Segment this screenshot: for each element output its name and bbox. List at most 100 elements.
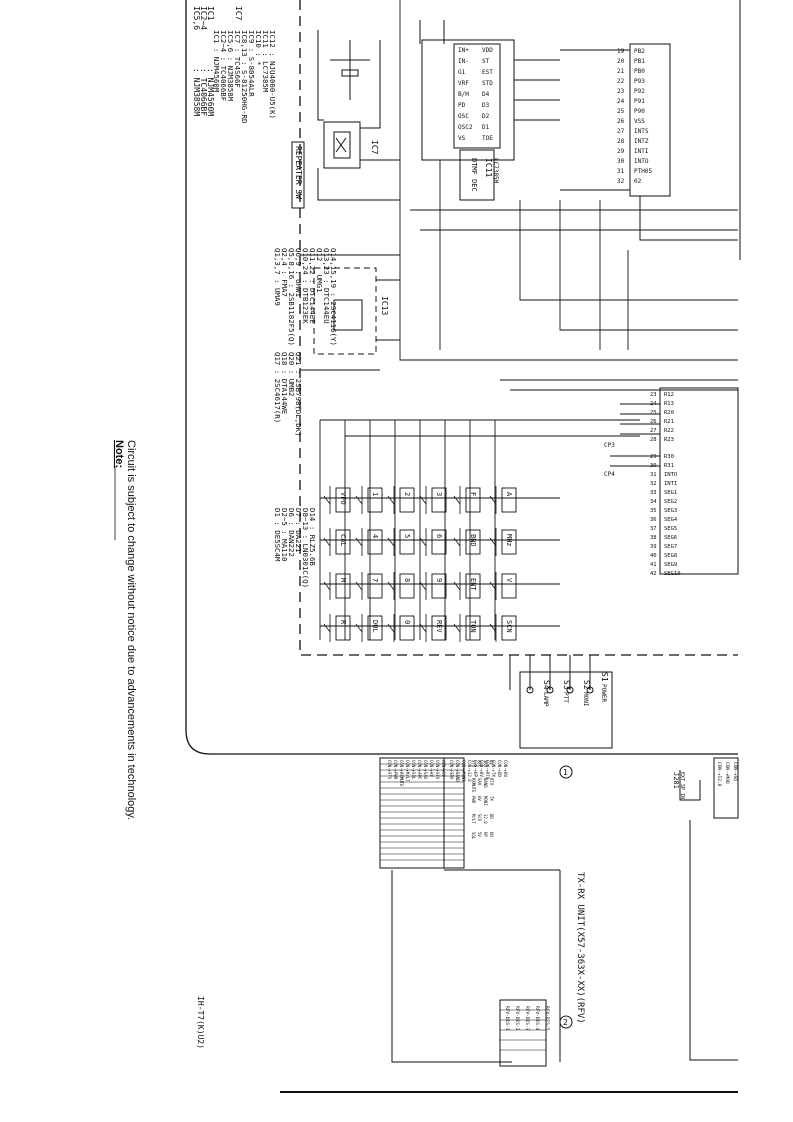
r-pin: R23 xyxy=(664,437,674,443)
txrx-conn-right: PWR xyxy=(471,796,476,804)
txrx-conn-label: CON-+M/LT xyxy=(405,760,410,782)
key-f: F xyxy=(453,486,481,514)
switch-block xyxy=(509,655,613,749)
r-pin-num: 29 xyxy=(650,454,657,460)
key-label: DUL xyxy=(371,620,379,633)
ic11-pin: PD xyxy=(458,102,466,109)
key-box xyxy=(431,573,447,599)
q-list-b: Q17 : 2SC4617(R) Q18 : DTA144WE Q20 : UM… xyxy=(273,352,303,437)
txrx-conn-label: CON-+SAV xyxy=(423,760,428,780)
ic11-pin: B/H xyxy=(458,91,469,98)
key-switch xyxy=(387,614,395,642)
key-ton: TON xyxy=(453,614,481,642)
ic-ref: IC7 xyxy=(234,6,243,21)
j201-sub-text: EXT SP IN xyxy=(679,772,685,799)
key-label: CAL xyxy=(339,534,347,547)
bus-lines xyxy=(399,0,738,361)
key-label: A xyxy=(505,492,513,497)
d-list: D1 : DE5SC4M D2~5 : MA110 D6 : DAN222 D7… xyxy=(273,508,317,588)
key-switch xyxy=(453,572,461,600)
key-label: R xyxy=(339,620,347,625)
ic-list-row: IC12 : NJU4000-U5(K) xyxy=(268,30,277,119)
ic7-label: IC7 xyxy=(370,140,379,155)
key-label: SCN xyxy=(505,620,513,633)
key-box xyxy=(501,487,517,513)
txrx-conn-labels: CON-+STV CON-+PWR CON-+RXMUTE CON-+M/LT … xyxy=(387,760,446,787)
q-list-row: Q2,4 : FMA7 xyxy=(280,248,289,297)
ic-part: : TC4066BF xyxy=(199,68,208,116)
key-switch xyxy=(489,572,497,600)
rfv-labels: RFV-DIS-1 RFV-DIS-2 RFV-DIS-3 RFV-DIS-4 … xyxy=(504,1006,550,1031)
r-pin-num: 24 xyxy=(650,401,657,407)
key-switch xyxy=(489,614,497,642)
ic-list-row: IC7 : TC4S66F xyxy=(233,30,242,88)
ic-ref: IC2~4 xyxy=(199,6,208,30)
r-pins: 23 R12 24 R13 25 R20 26 R21 27 R22 28 R2… xyxy=(650,392,681,577)
cpu-pin-num: 23 xyxy=(617,88,625,95)
cpu-pin-num: 31 xyxy=(617,168,625,175)
txrx-conn-label: CON-+UP xyxy=(473,760,478,777)
cpu-pin-num: 24 xyxy=(617,98,625,105)
txrx-conn-right-labels: STV RXMUTE PWR M/LT SQL APC SAV HV SCV 5… xyxy=(471,760,494,840)
r-pin-num: 39 xyxy=(650,544,657,550)
d-list-row: D7 : DA221 xyxy=(294,508,303,553)
d-list-row: D14 : RLZ5.6B xyxy=(308,508,317,566)
ic-list-rotated: IC1 : NJM4560M IC2~4 : TC4066BF IC5,6 : … xyxy=(212,30,277,123)
key-label: 7 xyxy=(371,578,379,582)
key-switch xyxy=(419,614,427,642)
d-list-row: D1 : DE5SC4M xyxy=(273,508,282,562)
rfv-label: RFV-DIS-3 xyxy=(524,1006,530,1031)
key-matrix: AMHzVSCNFBNDENTTON369REV2580147DULVFOCAL… xyxy=(323,486,517,642)
key-ent: ENT xyxy=(453,572,481,600)
s4-sub: LAMP xyxy=(542,692,549,707)
key-dul: DUL xyxy=(355,614,383,642)
cpu-pin: INTO xyxy=(634,158,649,165)
txrx-conn-right: SRV xyxy=(483,760,488,768)
ic11-sub-text: LC7385M xyxy=(492,158,499,184)
j201-labels: CON-+12.8 CON-+MOD CON-+SQ xyxy=(716,762,738,787)
key-label: 3 xyxy=(435,492,443,496)
key-switch xyxy=(355,528,363,556)
r-pin-num: 34 xyxy=(650,499,657,505)
cpu-pin-num: 26 xyxy=(617,118,625,125)
r-pin-num: 27 xyxy=(650,428,657,434)
txrx-conn-right: 5V xyxy=(477,832,482,837)
d-list-row: D2~5 : MA110 xyxy=(280,508,289,561)
key-label: TON xyxy=(469,620,477,633)
key-box xyxy=(335,573,351,599)
q-list-row: Q21 : 2SB798(DL,DK) xyxy=(294,352,303,437)
s2-sub: MONI xyxy=(582,692,589,707)
cp3-label: CP3 xyxy=(604,442,615,449)
s1-label: S1 xyxy=(600,672,609,682)
key-box xyxy=(431,615,447,641)
q-list-row: Q13,23 : DTC144EU xyxy=(322,248,331,324)
txrx-conn-right: APC xyxy=(477,760,482,768)
r-pin-num: 37 xyxy=(650,526,657,532)
txrx-conn-right: TX xyxy=(489,796,494,801)
txrx-conn-right: BV xyxy=(489,760,494,765)
q-list-row: Q14,15,19 : 2SC4116(Y) xyxy=(329,248,338,346)
r-pin: SEG7 xyxy=(664,544,677,550)
txrx-conn-right: SQL xyxy=(471,832,476,840)
key-switch xyxy=(453,614,461,642)
r-pin-num: 35 xyxy=(650,508,657,514)
ic11-pin: TOE xyxy=(482,135,493,142)
q-list-row: Q5,8,16 : 2SB1182F5(Q) xyxy=(287,248,296,346)
key-switch xyxy=(453,486,461,514)
r-pin-num: 25 xyxy=(650,410,657,416)
q-list-row: Q17 : 2SC4617(R) xyxy=(273,352,282,423)
cpu-pin-num: 30 xyxy=(617,158,625,165)
ic11-text: IC11 xyxy=(484,158,493,177)
txrx-unit-text: TX-RX UNIT(X57-363X-XX)(RFV) xyxy=(575,872,585,1024)
r-pin-num: 38 xyxy=(650,535,657,541)
repeater-switch-block xyxy=(291,30,400,209)
sheet-id: IH-T7(K)U2) xyxy=(196,996,205,1049)
key-switch xyxy=(453,528,461,556)
dtmf-text: DTMF DEC xyxy=(470,158,478,192)
q-list-row: Q11,22 : DTC144EE xyxy=(308,248,317,324)
cpu-pin: P91 xyxy=(634,98,645,105)
key-label: MHz xyxy=(505,534,513,547)
key-label: 4 xyxy=(371,534,379,538)
txrx-conn-label: CON-+MONI xyxy=(461,760,466,782)
